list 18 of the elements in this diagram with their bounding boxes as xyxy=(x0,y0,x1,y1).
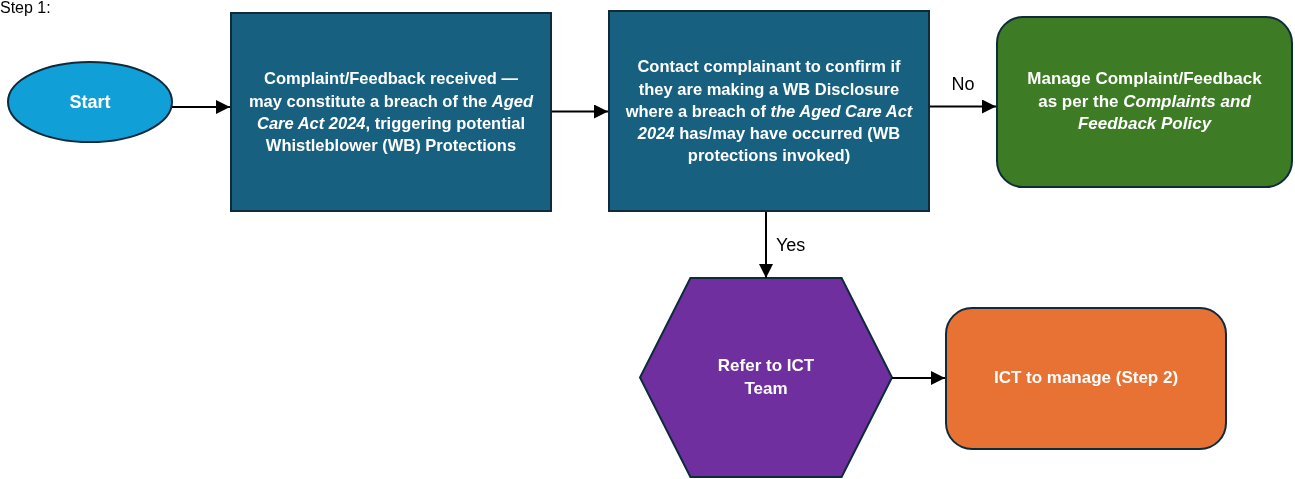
arrow xyxy=(759,211,773,279)
node-text: Manage Complaint/Feedback as per the Complaints and Feedback Policy xyxy=(1026,67,1263,136)
process-box xyxy=(996,16,1293,188)
node-text: Refer to ICT Team xyxy=(716,354,816,400)
node-text: Contact complainant to confirm if they are making a WB Disclosure where a breach of the Aged Care Act 2024 has/may have occurred (WB protections invoked) xyxy=(624,56,914,167)
node-text: ICT to manage (Step 2) xyxy=(993,367,1179,390)
process-box xyxy=(945,307,1227,450)
process-box xyxy=(230,12,552,212)
arrow xyxy=(551,104,609,119)
node-text: Start xyxy=(69,90,111,114)
arrow xyxy=(891,371,946,385)
arrow xyxy=(171,100,231,114)
node-text: Complaint/Feedback received — may constitute a breach of the Aged Care Act 2024, triggering potential Whistleblower (WB) Protections xyxy=(247,68,535,157)
title: Step 1: xyxy=(0,0,51,16)
process-box xyxy=(608,10,930,212)
decision-hexagon xyxy=(638,277,894,478)
arrow xyxy=(929,99,997,114)
start-ellipse xyxy=(7,61,173,143)
